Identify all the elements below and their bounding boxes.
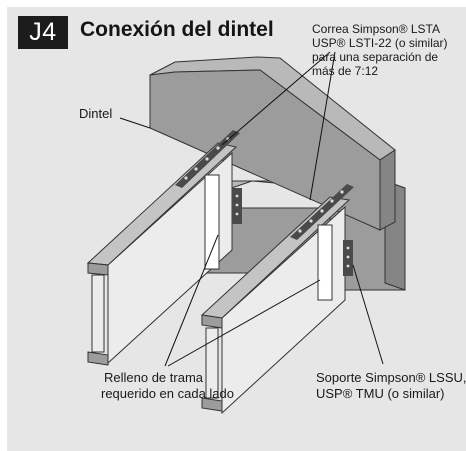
label-hanger-line-2: USP® TMU (o similar): [316, 386, 445, 401]
rafter-left: [86, 142, 238, 366]
label-dintel: Dintel: [79, 106, 113, 121]
hanger-left: [232, 188, 242, 224]
dintel-end: [379, 149, 396, 231]
detail-badge: J4: [18, 16, 68, 49]
label-strap-line-3: para una separación de: [312, 50, 439, 64]
label-strap-line-4: más de 7:12: [312, 64, 379, 78]
label-blocking-line-2: requerido en cada lado: [101, 386, 234, 401]
leader-dintel: [119, 117, 151, 129]
rafter-right-web-front: [205, 327, 219, 399]
blocking-left: [204, 174, 220, 270]
rafter-right-bottom-flange: [201, 397, 223, 412]
rafter-right-web: [221, 205, 346, 415]
hanger-right: [343, 240, 353, 276]
label-strap-line-2: USP® LSTI-22 (o similar): [312, 36, 448, 50]
strap-right: [290, 184, 354, 240]
label-hanger-line-1: Soporte Simpson® LSSU,: [316, 370, 466, 385]
leader-hanger: [352, 264, 384, 365]
rafter-left-top-flange-front: [87, 262, 109, 276]
leader-strap-left: [221, 51, 331, 146]
blocking-right: [317, 224, 333, 301]
rafter-left-web-front: [91, 274, 105, 353]
leader-blocking-left: [164, 234, 219, 367]
rafter-left-web: [107, 151, 233, 365]
rafter-left-bottom-flange: [87, 351, 109, 366]
leader-strap-right: [309, 51, 336, 201]
label-blocking-line-1: Relleno de trama: [104, 370, 203, 385]
rafter-right-top-flange-front: [201, 314, 223, 329]
label-strap-line-1: Correa Simpson® LSTA: [312, 22, 440, 36]
rafter-right: [200, 196, 351, 415]
leader-blocking-right: [167, 279, 321, 367]
detail-title: Conexión del dintel: [80, 18, 274, 41]
